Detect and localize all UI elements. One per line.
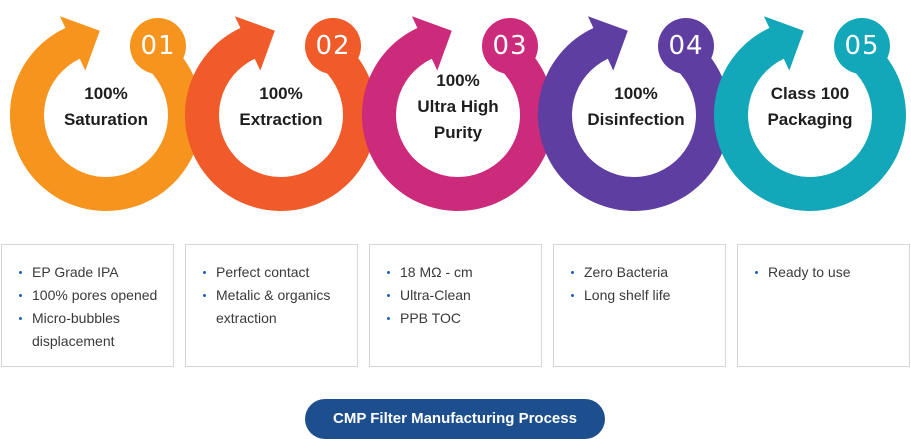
stage-5-card: Ready to use <box>737 244 910 367</box>
step-badge-1: 01 <box>130 18 186 74</box>
stage-4-title-line-1: 100% <box>614 84 658 103</box>
stage-1-title: 100% Saturation <box>31 81 181 133</box>
stage-1-bullet-list: EP Grade IPA 100% pores opened Micro-bub… <box>2 245 173 353</box>
stage-4-bullet-2: Long shelf life <box>571 284 717 307</box>
stage-3-bullet-list: 18 MΩ - cm Ultra-Clean PPB TOC <box>370 245 541 330</box>
step-badge-2: 02 <box>305 18 361 74</box>
stage-2-bullet-list: Perfect contact Metalic & organics extra… <box>186 245 357 330</box>
stage-5-bullet-list: Ready to use <box>738 245 909 284</box>
stage-2-title-line-2: Extraction <box>239 110 323 129</box>
stage-1-title-line-2: Saturation <box>63 110 149 129</box>
stage-5-title: Class 100 Packaging <box>735 81 885 133</box>
stage-3-title-line-1: 100% <box>436 71 480 90</box>
stage-3-bullet-2: Ultra-Clean <box>387 284 533 307</box>
stage-4-bullet-1: Zero Bacteria <box>571 261 717 284</box>
stage-4-title-line-2: Disinfection <box>587 110 685 129</box>
stage-3-title-line-2: Ultra High <box>417 97 499 116</box>
stage-1-title-line-1: 100% <box>84 84 128 103</box>
stage-5-title-line-2: Packaging <box>767 110 853 129</box>
stage-2-card: Perfect contact Metalic & organics extra… <box>185 244 358 367</box>
stage-2-title-line-1: 100% <box>259 84 303 103</box>
stage-3-title: 100% Ultra High Purity <box>383 68 533 146</box>
stage-4-title: 100% Disinfection <box>561 81 711 133</box>
stage-2-title: 100% Extraction <box>206 81 356 133</box>
stage-3-card: 18 MΩ - cm Ultra-Clean PPB TOC <box>369 244 542 367</box>
step-badge-3: 03 <box>482 18 538 74</box>
stage-5-bullet-1: Ready to use <box>755 261 901 284</box>
stage-3-bullet-1: 18 MΩ - cm <box>387 261 533 284</box>
stage-3-bullet-3: PPB TOC <box>387 307 533 330</box>
step-badge-4: 04 <box>658 18 714 74</box>
process-title-button[interactable]: CMP Filter Manufacturing Process <box>305 399 605 439</box>
stage-5-title-line-1: Class 100 <box>770 84 850 103</box>
stage-1-bullet-1: EP Grade IPA <box>19 261 165 284</box>
stage-2-bullet-2: Metalic & organics <box>203 284 349 307</box>
stage-4-card: Zero Bacteria Long shelf life <box>553 244 726 367</box>
stage-1-card: EP Grade IPA 100% pores opened Micro-bub… <box>1 244 174 367</box>
stage-2-bullet-1: Perfect contact <box>203 261 349 284</box>
stage-3-title-line-3: Purity <box>433 123 483 142</box>
stage-1-bullet-4: displacement <box>32 333 115 349</box>
stage-4-bullet-list: Zero Bacteria Long shelf life <box>554 245 725 307</box>
stage-1-bullet-2: 100% pores opened <box>19 284 165 307</box>
stage-1-bullet-3: Micro-bubbles <box>19 307 165 330</box>
step-badge-5: 05 <box>834 18 890 74</box>
stage-2-bullet-3: extraction <box>216 310 277 326</box>
